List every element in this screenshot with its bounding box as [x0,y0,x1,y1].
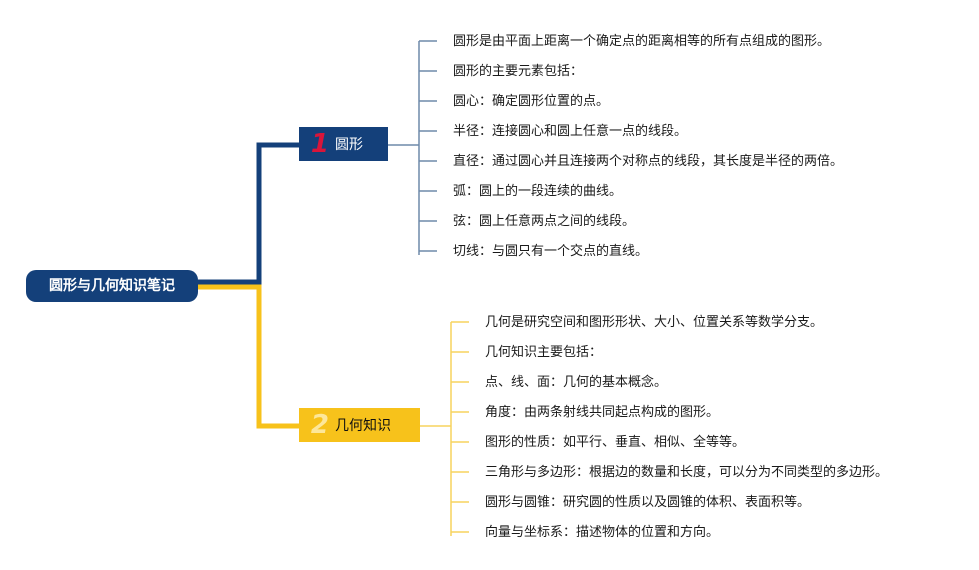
branch-node-geometry[interactable]: 2 几何知识 [299,408,420,442]
branch-node-circle[interactable]: 1 圆形 [299,127,388,161]
leaf-item[interactable]: 圆形与圆锥：研究圆的性质以及圆锥的体积、表面积等。 [485,495,811,510]
root-to-branch2-line [198,284,299,429]
leaf-item[interactable]: 三角形与多边形：根据边的数量和长度，可以分为不同类型的多边形。 [485,465,889,480]
leaf-item[interactable]: 几何是研究空间和图形形状、大小、位置关系等数学分支。 [485,315,824,330]
root-to-branch1-line [198,142,299,285]
root-label: 圆形与几何知识笔记 [49,278,175,294]
leaf-item[interactable]: 弧：圆上的一段连续的曲线。 [453,184,623,199]
root-node[interactable]: 圆形与几何知识笔记 [26,270,198,302]
leaf-item[interactable]: 几何知识主要包括： [485,345,603,360]
leaf-item[interactable]: 角度：由两条射线共同起点构成的图形。 [485,405,720,420]
leaf-item[interactable]: 圆形是由平面上距离一个确定点的距离相等的所有点组成的图形。 [453,34,831,49]
leaf-item[interactable]: 圆形的主要元素包括： [453,64,584,79]
leaf-item[interactable]: 弦：圆上任意两点之间的线段。 [453,214,636,229]
branch-number: 2 [310,410,329,440]
branch-number: 1 [310,129,329,159]
branch-label: 圆形 [335,137,363,153]
branch-label: 几何知识 [335,418,391,434]
leaf-item[interactable]: 半径：连接圆心和圆上任意一点的线段。 [453,124,688,139]
leaf-item[interactable]: 向量与坐标系：描述物体的位置和方向。 [485,525,720,540]
leaf-item[interactable]: 切线：与圆只有一个交点的直线。 [453,244,649,259]
leaf-item[interactable]: 直径：通过圆心并且连接两个对称点的线段，其长度是半径的两倍。 [453,154,844,169]
leaf-item[interactable]: 圆心：确定圆形位置的点。 [453,94,610,109]
leaf-item[interactable]: 图形的性质：如平行、垂直、相似、全等等。 [485,435,746,450]
leaf-item[interactable]: 点、线、面：几何的基本概念。 [485,375,668,390]
